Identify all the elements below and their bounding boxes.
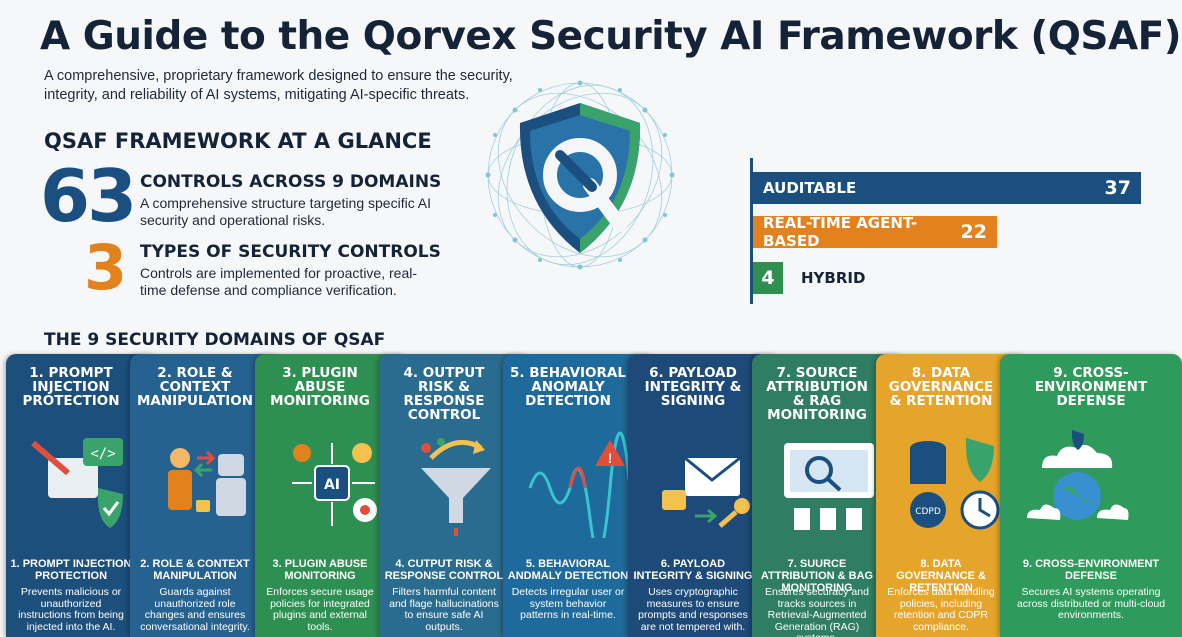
- data-governance-icon: [898, 428, 1008, 538]
- realtime-value: 22: [960, 221, 987, 243]
- domain-description: Enforces secure usage policies for integ…: [266, 586, 374, 633]
- controls-heading: CONTROLS ACROSS 9 DOMAINS: [140, 172, 442, 192]
- auditable-value: 37: [1104, 177, 1131, 199]
- domain-description: Ensures securacy and tracks sources in R…: [765, 586, 869, 637]
- domain-subtitle: 6. PAYLOAD INTEGRITY & SIGNING: [633, 558, 753, 582]
- domain-description: Secures AI systems operating across dist…: [1016, 586, 1166, 621]
- auditable-label: AUDITABLE: [763, 179, 857, 197]
- domain-subtitle: 8. DATA GOVERNANCE & RETENTION: [896, 558, 986, 594]
- domain-title: 4. OUTPUT RISK & RESPONSE CONTROL: [403, 365, 485, 423]
- domain-subtitle: 5. BEHAVIORAL ANDMALY DETECTION: [507, 558, 629, 582]
- domain-subtitle: 7. SUURCE ATTRIBUTION & BAG MONITORING: [760, 558, 874, 594]
- domain-title: 6. PAYLOAD INTEGRITY & SIGNING: [644, 365, 742, 409]
- domain-title: 1. PROMPT INJECTION PROTECTION: [22, 365, 120, 409]
- domain-title: 3. PLUGIN ABUSE MONITORING: [270, 365, 370, 409]
- domain-subtitle: 9. CROSS-ENVIRONMENT DEFENSE: [1022, 558, 1160, 582]
- payload-signing-icon: [650, 428, 760, 538]
- domain-description: Enforces data handling policies, includi…: [887, 586, 995, 633]
- glance-heading: QSAF FRAMEWORK AT A GLANCE: [44, 129, 432, 153]
- control-types-heading: TYPES OF SECURITY CONTROLS: [140, 242, 441, 262]
- domain-subtitle: 1. PROMPT INJECTION PROTECTION: [10, 558, 132, 582]
- domains-heading: THE 9 SECURITY DOMAINS OF QSAF: [44, 330, 386, 350]
- controls-count: 63: [40, 154, 137, 238]
- domain-title: 2. ROLE & CONTEXT MANIPULATION: [136, 365, 254, 409]
- controls-desc: A comprehensive structure targeting spec…: [140, 195, 432, 228]
- domain-title: 9. CROSS-ENVIRONMENT DEFENSE: [1034, 365, 1148, 409]
- realtime-bar: REAL-TIME AGENT-BASED 22: [753, 214, 997, 250]
- domain-description: Guards against unauthorized role changes…: [140, 586, 250, 633]
- hybrid-label: HYBRID: [801, 269, 866, 287]
- page-title: A Guide to the Qorvex Security AI Framew…: [40, 14, 1182, 59]
- domain-title: 8. DATA GOVERNANCE & RETENTION: [888, 365, 994, 409]
- qsaf-shield-logo: [485, 80, 675, 270]
- control-types-count: 3: [84, 231, 128, 304]
- domain-description: Uses cryptographic measures to ensure pr…: [638, 586, 748, 633]
- domain-card-9: 9. CROSS-ENVIRONMENT DEFENSE 9. CROSS-ENV…: [1000, 354, 1182, 637]
- prompt-injection-icon: [28, 428, 138, 538]
- domain-description: Prevents malicious or unauthorized instr…: [18, 586, 124, 633]
- domain-subtitle: 4. CUTPUT RISK & RESPONSE CONTROL: [384, 558, 504, 582]
- auditable-bar: AUDITABLE 37: [753, 172, 1141, 204]
- domain-description: Filters harmful content and flage halluc…: [389, 586, 499, 633]
- domain-title: 7. SOURCE ATTRIBUTION & RAG MONITORING: [766, 365, 868, 423]
- plugin-monitoring-icon: [277, 428, 387, 538]
- cross-environment-icon: [1022, 428, 1132, 538]
- source-attribution-icon: [774, 428, 884, 538]
- output-filter-icon: [401, 428, 511, 538]
- role-manipulation-icon: [152, 428, 262, 538]
- realtime-label: REAL-TIME AGENT-BASED: [763, 214, 918, 250]
- control-types-desc: Controls are implemented for proactive, …: [140, 265, 418, 298]
- anomaly-detection-icon: [525, 428, 635, 538]
- domain-title: 5. BEHAVIORAL ANOMALY DETECTION: [510, 365, 626, 409]
- domain-description: Detects irregular user or system behavio…: [511, 586, 625, 621]
- domain-subtitle: 3. PLUGIN ABUSE MONITORING: [272, 558, 368, 582]
- hybrid-bar: 4: [753, 262, 783, 294]
- domain-subtitle: 2. ROLE & CONTEXT MANIPULATION: [140, 558, 250, 582]
- domains-strip: 1. PROMPT INJECTION PROTECTION 1. PROMPT …: [6, 354, 1182, 637]
- hybrid-value: 4: [761, 267, 775, 289]
- control-types-chart: AUDITABLE 37 REAL-TIME AGENT-BASED 22 4 …: [750, 158, 1150, 304]
- page-subtitle: A comprehensive, proprietary framework d…: [44, 68, 513, 103]
